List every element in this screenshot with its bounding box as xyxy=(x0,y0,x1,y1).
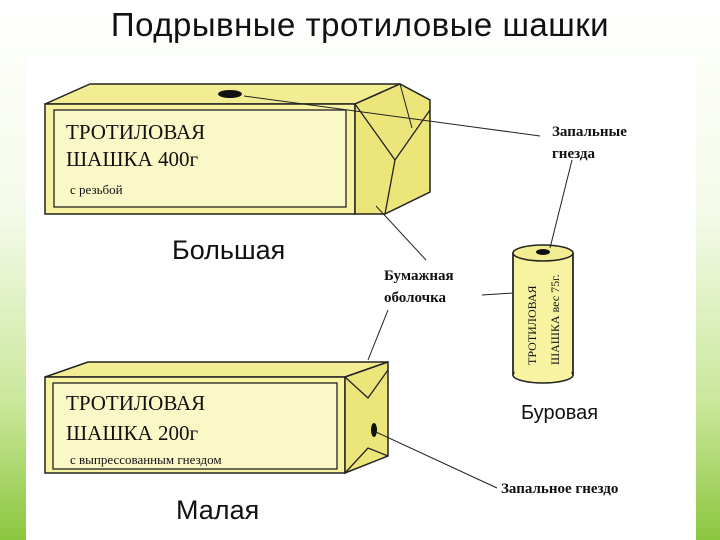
callout-primer-sockets-line1: Запальные xyxy=(552,124,627,140)
callout-primer-socket: Запальное гнездо xyxy=(501,481,618,497)
callout-paper-shell-line2: оболочка xyxy=(384,290,447,306)
large-block-label-line1: ТРОТИЛОВАЯ xyxy=(66,120,205,144)
cylinder-label-line1: ТРОТИЛОВАЯ xyxy=(525,285,539,365)
large-block-caption: Большая xyxy=(172,235,285,265)
cylinder-caption: Буровая xyxy=(521,402,598,424)
small-block-label-line2: ШАШКА 200г xyxy=(66,421,198,445)
small-block-paper-fold xyxy=(344,369,389,399)
cylinder-label-line2: ШАШКА вес 75г. xyxy=(548,274,562,365)
cylinder-body xyxy=(512,252,574,376)
small-block-label-box xyxy=(52,382,338,470)
leader-primer-sockets-cylinder xyxy=(549,159,573,249)
large-block-fold-line xyxy=(384,159,396,215)
small-block-paper-fold-lower xyxy=(344,447,389,474)
large-block-label-line2: ШАШКА 400г xyxy=(66,147,198,171)
drilling-tnt-cylinder: ТРОТИЛОВАЯ ШАШКА вес 75г. xyxy=(512,244,574,384)
small-block-label-line1: ТРОТИЛОВАЯ xyxy=(66,391,205,415)
leader-paper-shell-small xyxy=(367,309,389,361)
small-block-caption: Малая xyxy=(176,495,259,525)
small-block-primer-socket xyxy=(371,423,377,437)
large-block-label-note: с резьбой xyxy=(70,182,123,197)
small-tnt-block: ТРОТИЛОВАЯ ШАШКА 200г с выпрессованным г… xyxy=(44,360,389,475)
callout-lines xyxy=(243,95,573,489)
cylinder-bottom-cover xyxy=(514,360,572,375)
cylinder-primer-socket xyxy=(536,249,550,255)
large-block-primer-socket xyxy=(218,90,242,98)
small-block-top-face xyxy=(44,361,389,378)
large-tnt-block: ТРОТИЛОВАЯ ШАШКА 400г с резьбой xyxy=(44,83,431,215)
leader-paper-shell-cylinder xyxy=(481,292,514,296)
leader-primer-socket-small xyxy=(375,431,498,489)
large-block-label-box xyxy=(53,109,347,208)
callout-paper-shell-line1: Бумажная xyxy=(384,268,454,284)
slide-title: Подрывные тротиловые шашки xyxy=(110,6,610,43)
leader-primer-sockets-large xyxy=(243,95,541,137)
large-block-fold-line-2 xyxy=(399,83,413,129)
leader-paper-shell-large xyxy=(375,205,427,261)
small-block-label-note: с выпрессованным гнездом xyxy=(70,452,222,467)
large-block-side-face xyxy=(354,83,431,215)
callout-primer-sockets-line2: гнезда xyxy=(552,146,595,162)
